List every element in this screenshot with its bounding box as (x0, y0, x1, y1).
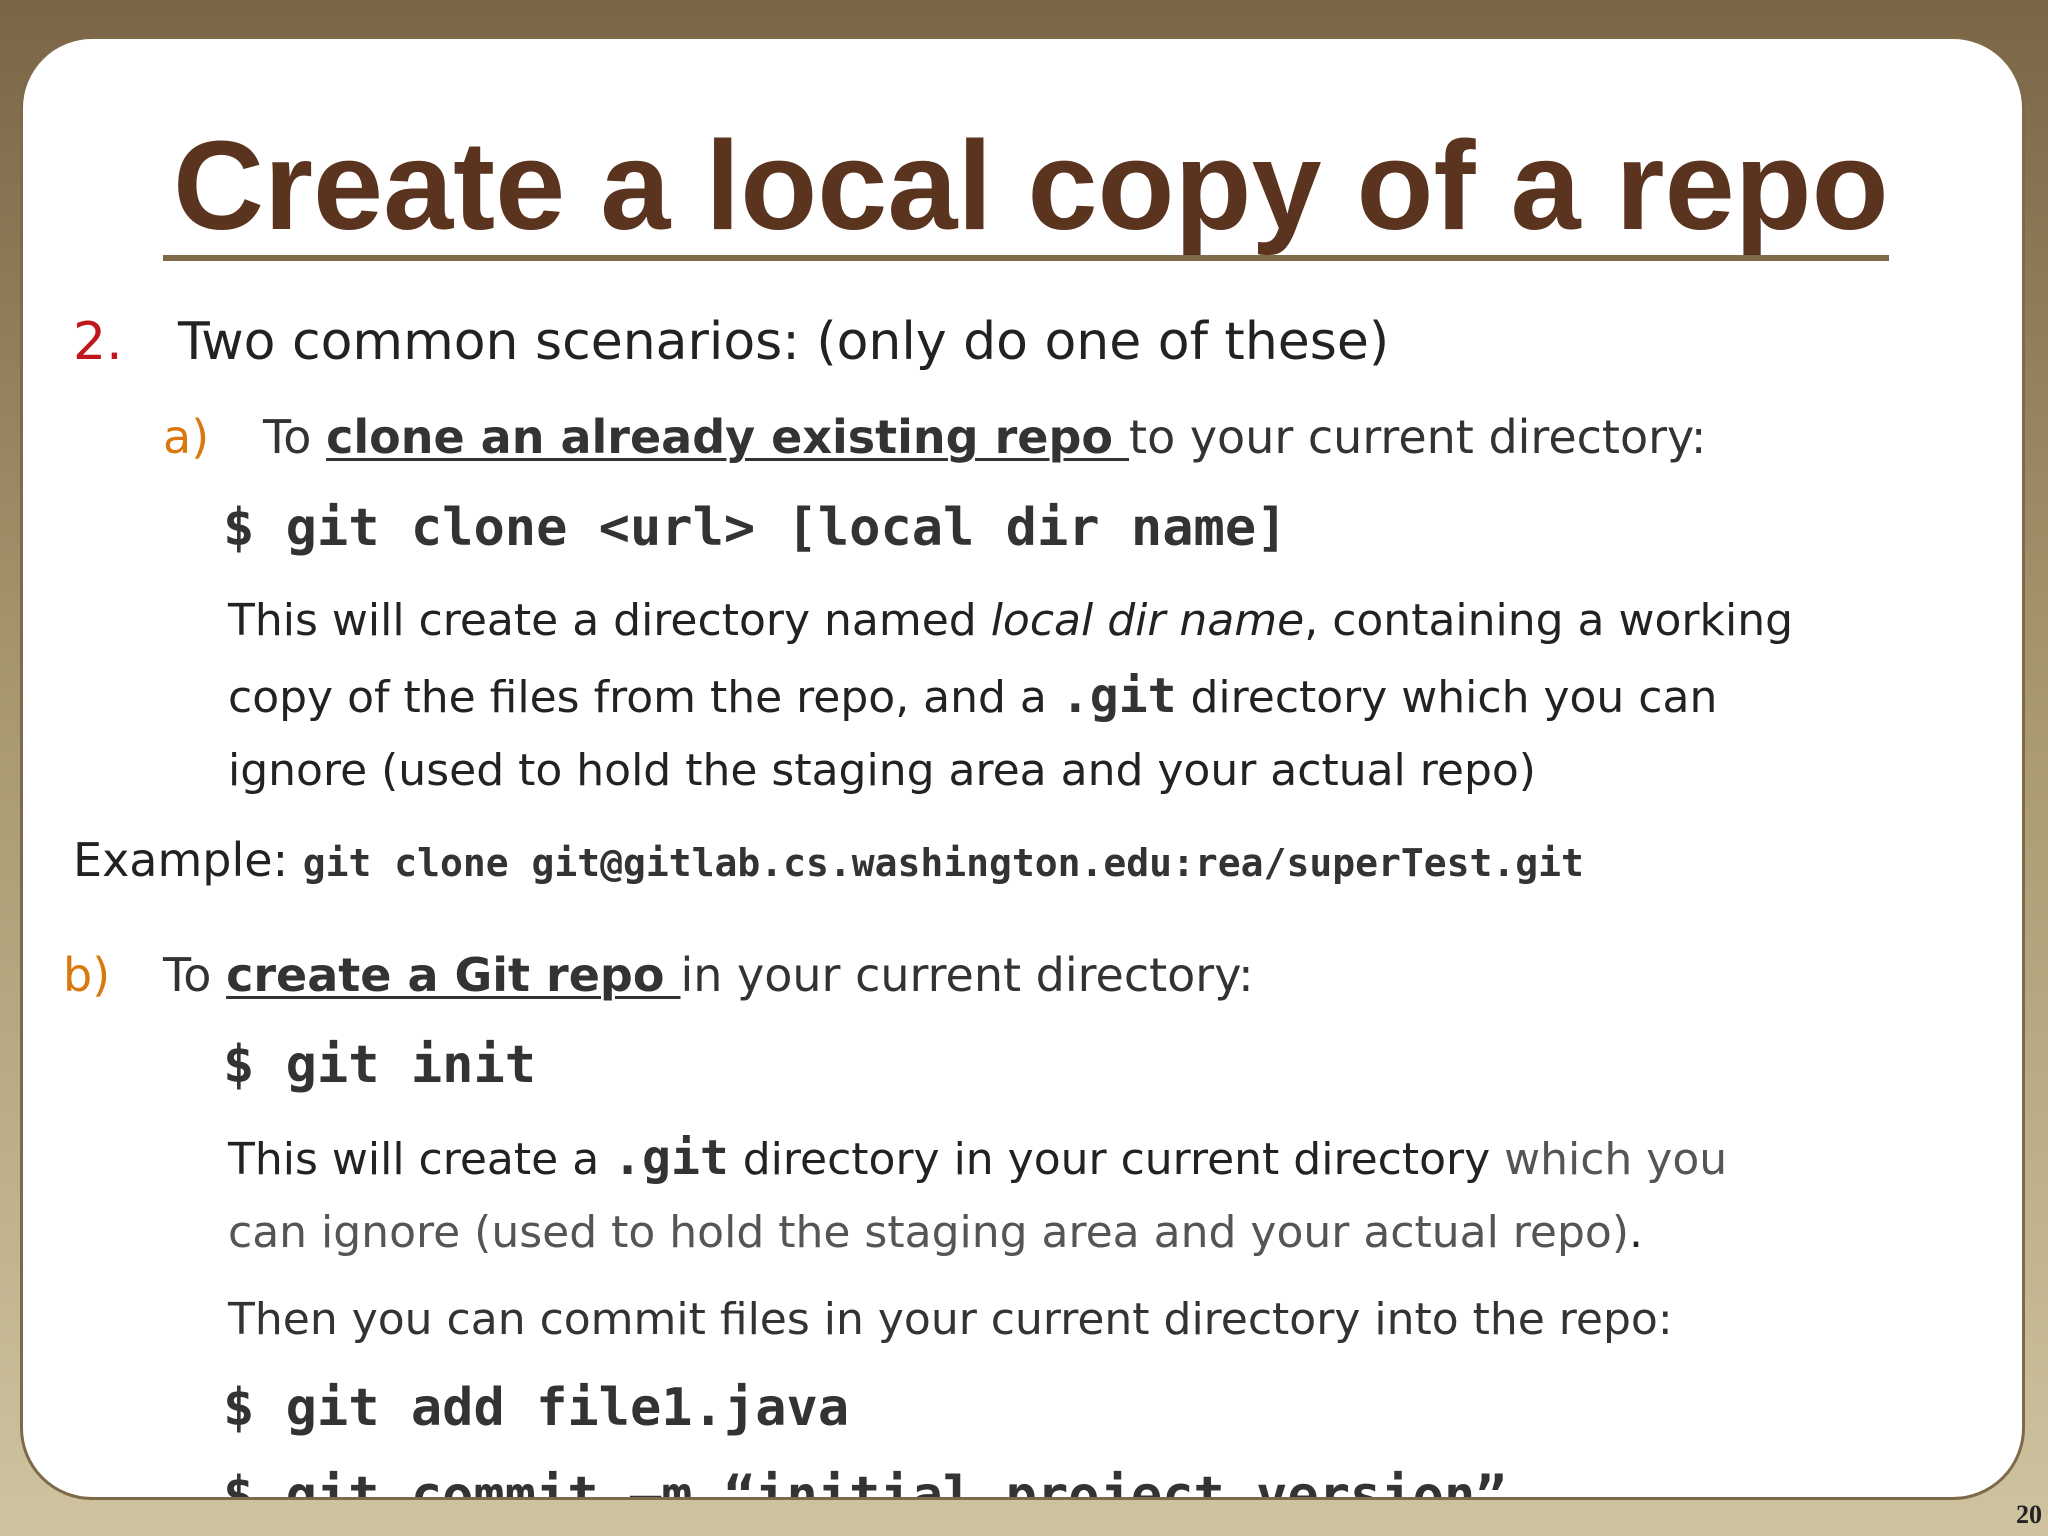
desc-b-l1-post: which you (1490, 1134, 1728, 1185)
desc-b-l2-text: can ignore (used to hold the staging are… (228, 1207, 1629, 1258)
desc-a-l2-post: directory which you can (1176, 672, 1718, 723)
item-b-post: in your current directory: (680, 948, 1254, 1002)
command-git-add: $ git add file1.java (223, 1378, 850, 1438)
command-git-init: $ git init (223, 1035, 537, 1095)
command-git-commit: $ git commit –m “initial project version… (223, 1466, 1507, 1500)
item-b-desc-line2: can ignore (used to hold the staging are… (228, 1197, 1643, 1269)
item-b-line: To create a Git repo in your current dir… (163, 945, 1254, 1005)
item-a-line: To clone an already existing repo to you… (263, 407, 1706, 467)
desc-b-l2-end: . (1629, 1207, 1643, 1258)
list-marker-b: b) (63, 948, 111, 1002)
item-a-desc-line1: This will create a directory named local… (228, 585, 1793, 657)
slide-title: Create a local copy of a repo (173, 115, 1889, 256)
item-a-pre: To (263, 410, 327, 464)
item-a-emphasis: clone an already existing repo (326, 410, 1130, 464)
desc-a-l1-post: , containing a working (1304, 595, 1794, 646)
desc-b-l1-pre: This will create a (228, 1134, 614, 1185)
item-b-emphasis: create a Git repo (226, 948, 681, 1002)
item2-text: Two common scenarios: (only do one of th… (178, 312, 1390, 372)
title-underline-rule (163, 255, 1889, 261)
desc-b-l1-mid: directory in your current directory (728, 1134, 1491, 1185)
example-line: Example: git clone git@gitlab.cs.washing… (73, 825, 1584, 898)
item-b-desc-line1: This will create a .git directory in you… (228, 1122, 1727, 1196)
list-marker-2: 2. (73, 312, 123, 372)
item-a-desc-line2: copy of the files from the repo, and a .… (228, 660, 1717, 734)
slide-card: Create a local copy of a repo 2. Two com… (20, 36, 2025, 1500)
item-b-pre: To (163, 948, 227, 1002)
desc-a-l1-italic: local dir name (990, 595, 1305, 646)
item-a-desc-line3: ignore (used to hold the staging area an… (228, 745, 1536, 796)
item-a-post: to your current directory: (1129, 410, 1707, 464)
page-number: 20 (2016, 1500, 2042, 1529)
list-marker-a: a) (163, 410, 210, 464)
desc-a-l2-pre: copy of the files from the repo, and a (228, 672, 1061, 723)
example-label: Example: (73, 833, 303, 887)
example-code: git clone git@gitlab.cs.washington.edu:r… (302, 841, 1584, 885)
desc-a-l1-pre: This will create a directory named (228, 595, 991, 646)
desc-b-l1-code: .git (613, 1130, 729, 1186)
desc-a-l2-code: .git (1060, 668, 1177, 724)
item-b-then-line: Then you can commit files in your curren… (228, 1294, 1673, 1345)
command-git-clone: $ git clone <url> [local dir name] (223, 498, 1288, 558)
